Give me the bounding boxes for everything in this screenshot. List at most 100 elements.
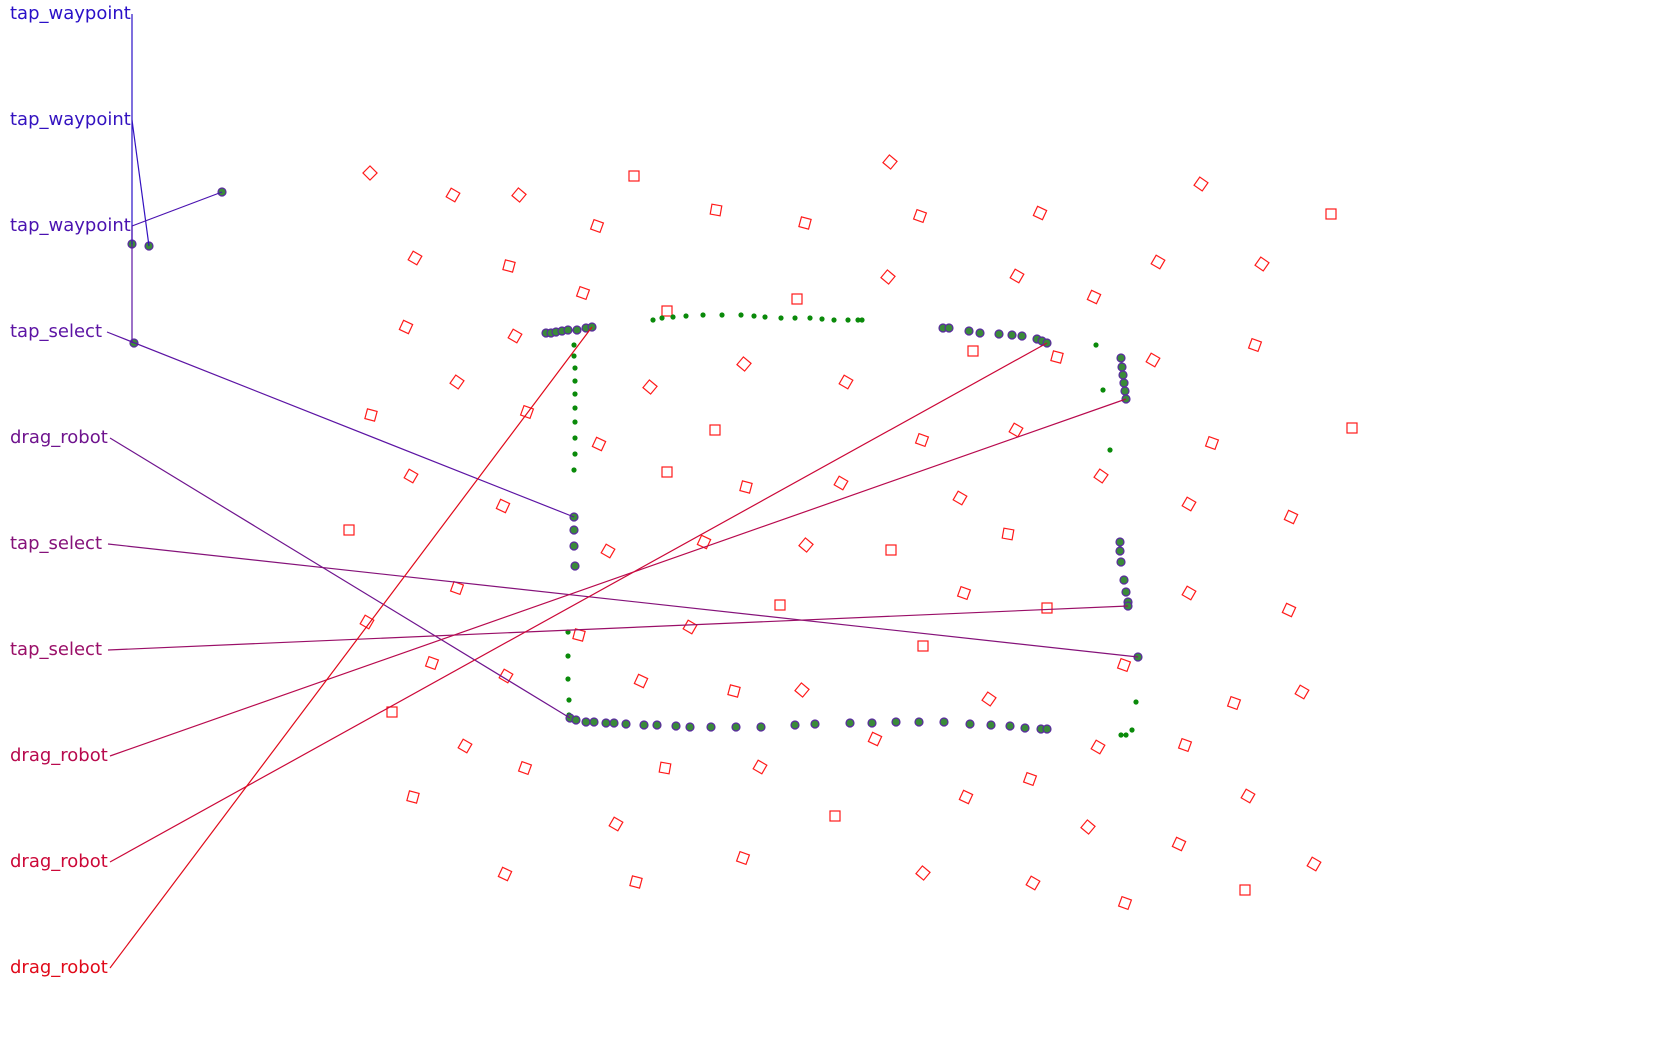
touch-point [1007,330,1017,340]
waypoint-marker [658,761,672,775]
touch-point [1005,721,1015,731]
event-connector [109,342,1048,863]
waypoint-marker [914,432,930,448]
waypoint-marker [406,790,420,804]
event-label: drag_robot [10,957,108,978]
waypoint-marker [495,498,511,514]
waypoint-marker [829,810,841,822]
waypoint-marker [696,534,712,550]
touch-point [731,722,741,732]
path-dot [571,353,577,359]
event-connector [106,331,575,518]
path-dot [1107,447,1113,453]
touch-point [589,717,599,727]
waypoint-marker [1193,176,1209,192]
waypoint-marker [867,731,883,747]
waypoint-marker [882,154,898,170]
waypoint-marker [498,668,514,684]
touch-point [944,323,954,333]
waypoint-marker [1240,788,1256,804]
event-label: tap_waypoint [10,3,131,24]
touch-point [581,717,591,727]
event-labels: tap_waypoint tap_waypoint tap_waypoint t… [10,3,131,978]
touch-point [1116,353,1126,363]
waypoint-marker [1181,585,1197,601]
path-dot [792,315,798,321]
waypoint-marker [1294,684,1310,700]
path-dot [572,391,578,397]
event-connector [109,398,1127,757]
touch-point [569,541,579,551]
waypoint-marker [727,684,741,698]
event-label: drag_robot [10,427,108,448]
touch-point [652,720,662,730]
touch-point [939,717,949,727]
waypoint-marker [449,580,465,596]
path-dot [751,313,757,319]
waypoint-marker [1009,268,1025,284]
path-dot [572,405,578,411]
waypoint-marker [424,655,440,671]
waypoint-marker [575,285,591,301]
path-dot [565,676,571,682]
waypoint-marker [1080,819,1096,835]
path-dot [1123,732,1129,738]
waypoint-marker [833,475,849,491]
path-dot [819,316,825,322]
waypoint-marker [502,259,516,273]
waypoint-marker [958,789,974,805]
touch-point [964,326,974,336]
event-connector [107,605,1129,651]
path-dot [683,313,689,319]
path-dot [700,312,706,318]
touch-point [790,720,800,730]
touch-point [563,325,573,335]
waypoint-marker [642,379,658,395]
waypoint-marker [917,640,929,652]
waypoint-marker [629,875,643,889]
waypoint-marker [1306,856,1322,872]
touch-point [639,720,649,730]
waypoint-marker [511,187,527,203]
waypoint-marker [736,356,752,372]
event-connector [107,543,1139,658]
robot-path-trails [565,312,1139,738]
event-connector [109,437,571,719]
path-dot [571,467,577,473]
waypoint-marker [752,759,768,775]
path-dot [670,314,676,320]
touch-point [601,718,611,728]
path-dot [762,314,768,320]
waypoint-marker [1325,208,1337,220]
waypoint-marker [735,850,751,866]
waypoint-marker [343,524,355,536]
waypoint-marker [1050,350,1064,364]
waypoint-marker [1086,289,1102,305]
touch-point [810,719,820,729]
waypoint-marker [591,436,607,452]
waypoint-marker [952,490,968,506]
waypoint-marker [1041,602,1053,614]
waypoint-marker [1247,337,1263,353]
path-dot [572,451,578,457]
waypoint-marker [1116,657,1132,673]
waypoint-marker [1093,468,1109,484]
path-dot [572,365,578,371]
waypoint-marker [445,187,461,203]
waypoint-marker [1281,602,1297,618]
path-dot [778,315,784,321]
waypoint-marker [449,374,465,390]
touch-point [986,720,996,730]
waypoint-marker [1239,884,1251,896]
touch-point [569,525,579,535]
path-dot [1100,387,1106,393]
waypoint-marker [1025,875,1041,891]
waypoint-marker [364,408,378,422]
waypoint-marker [572,628,586,642]
touch-point [965,719,975,729]
touch-point [756,722,766,732]
event-connector-lines [106,14,1139,969]
waypoint-marker [1001,527,1015,541]
touch-point [685,722,695,732]
